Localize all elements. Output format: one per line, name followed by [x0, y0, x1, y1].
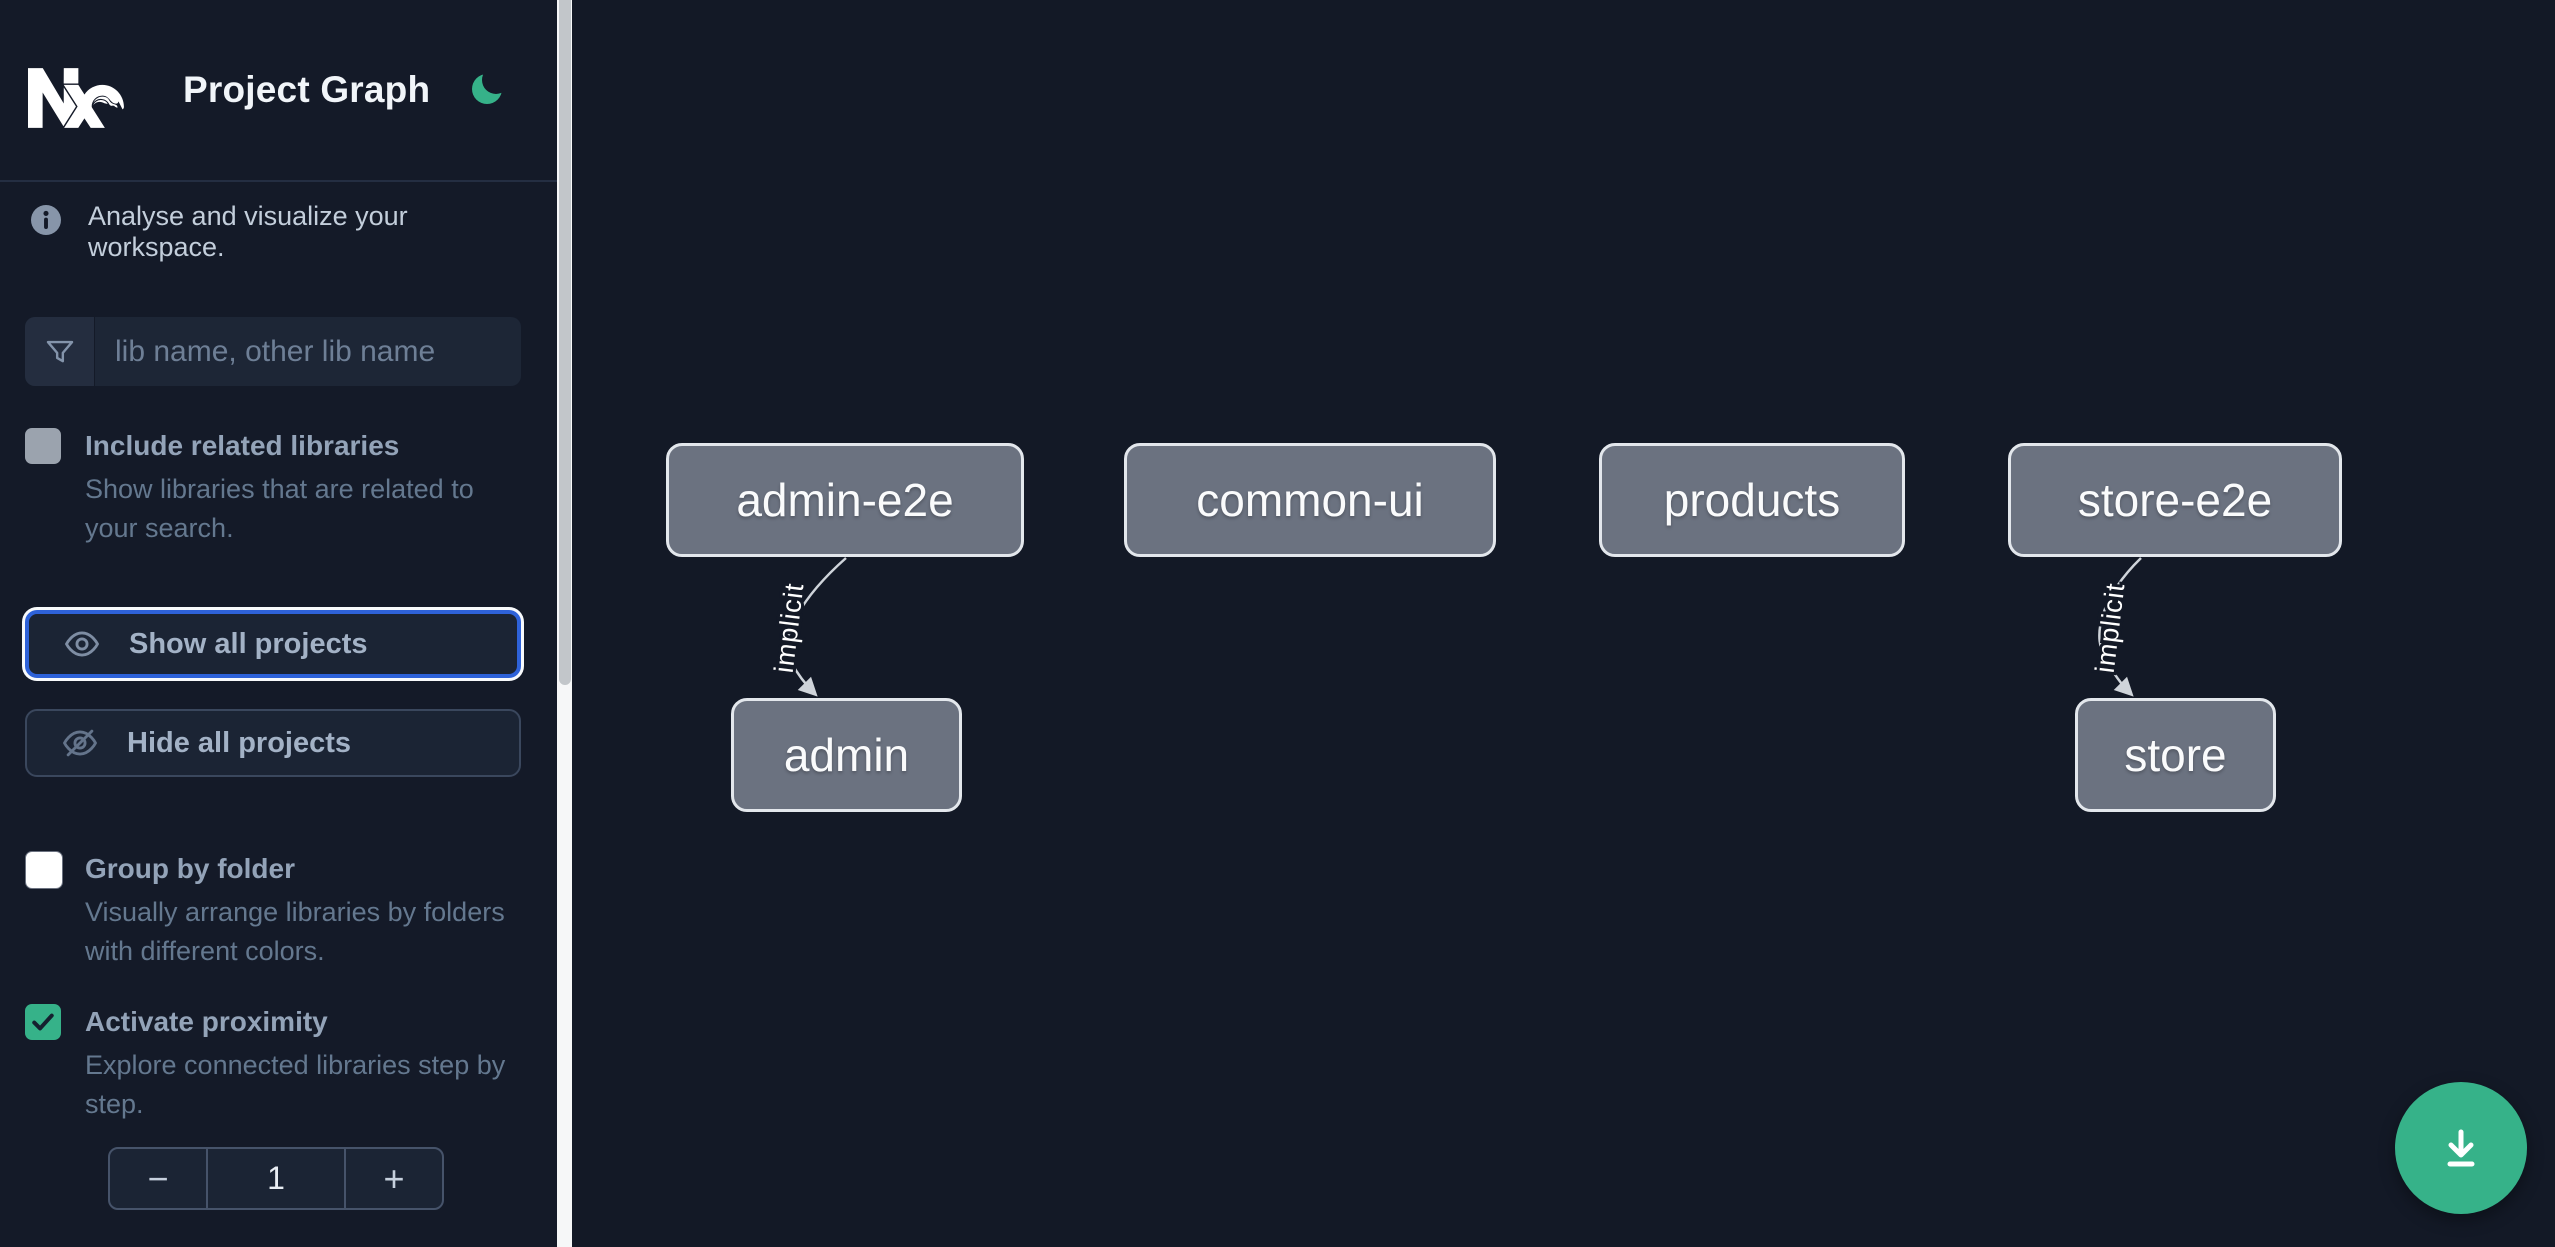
include-related-description: Show libraries that are related to your … — [85, 474, 474, 543]
checkmark-icon — [32, 1013, 54, 1031]
graph-node-products[interactable]: products — [1599, 443, 1905, 557]
sidebar: Project Graph Analyse and visualize your… — [0, 0, 557, 1247]
graph-node-store-e2e[interactable]: store-e2e — [2008, 443, 2342, 557]
group-by-folder-row: Group by folder Visually arrange librari… — [25, 851, 525, 971]
download-icon — [2447, 1129, 2475, 1167]
eye-icon — [65, 631, 99, 657]
moon-icon — [472, 74, 502, 104]
proximity-value: 1 — [206, 1149, 346, 1208]
include-related-label[interactable]: Include related libraries — [85, 430, 400, 461]
hide-all-projects-button[interactable]: Hide all projects — [25, 709, 521, 777]
graph-node-store[interactable]: store — [2075, 698, 2276, 812]
group-by-folder-label[interactable]: Group by folder — [85, 853, 295, 884]
graph-node-common-ui[interactable]: common-ui — [1124, 443, 1496, 557]
proximity-decrement-button[interactable]: − — [110, 1149, 206, 1208]
search-box — [25, 317, 521, 386]
group-by-folder-description: Visually arrange libraries by folders wi… — [85, 897, 505, 966]
include-related-checkbox[interactable] — [25, 428, 61, 464]
activate-proximity-row: Activate proximity Explore connected lib… — [25, 1004, 525, 1124]
eye-slash-icon — [63, 729, 97, 757]
project-graph-canvas[interactable] — [572, 0, 2555, 1247]
show-all-projects-label: Show all projects — [129, 627, 368, 660]
graph-node-admin-e2e[interactable]: admin-e2e — [666, 443, 1024, 557]
workspace-info-text: Analyse and visualize your workspace. — [88, 201, 408, 262]
activate-proximity-checkbox[interactable] — [25, 1004, 61, 1040]
proximity-increment-button[interactable]: + — [346, 1149, 442, 1208]
download-button[interactable] — [2395, 1082, 2527, 1214]
sidebar-scrollbar-thumb[interactable] — [558, 0, 571, 685]
hide-all-projects-label: Hide all projects — [127, 726, 352, 759]
activate-proximity-description: Explore connected libraries step by step… — [85, 1050, 506, 1119]
sidebar-scrollbar-track[interactable] — [557, 0, 572, 1247]
theme-toggle-button[interactable] — [468, 68, 508, 108]
info-icon — [31, 205, 61, 235]
graph-node-admin[interactable]: admin — [731, 698, 962, 812]
activate-proximity-label[interactable]: Activate proximity — [85, 1006, 328, 1037]
funnel-icon — [46, 340, 73, 362]
nx-logo — [28, 68, 124, 128]
workspace-info: Analyse and visualize your workspace. — [28, 201, 528, 263]
sidebar-header: Project Graph — [0, 0, 557, 182]
include-related-row: Include related libraries Show libraries… — [25, 428, 525, 548]
show-all-projects-button[interactable]: Show all projects — [25, 610, 521, 678]
page-title: Project Graph — [183, 69, 431, 110]
group-by-folder-checkbox[interactable] — [25, 851, 63, 889]
search-icon-cell — [25, 317, 95, 386]
search-input[interactable] — [95, 317, 521, 386]
proximity-stepper: − 1 + — [108, 1147, 444, 1210]
